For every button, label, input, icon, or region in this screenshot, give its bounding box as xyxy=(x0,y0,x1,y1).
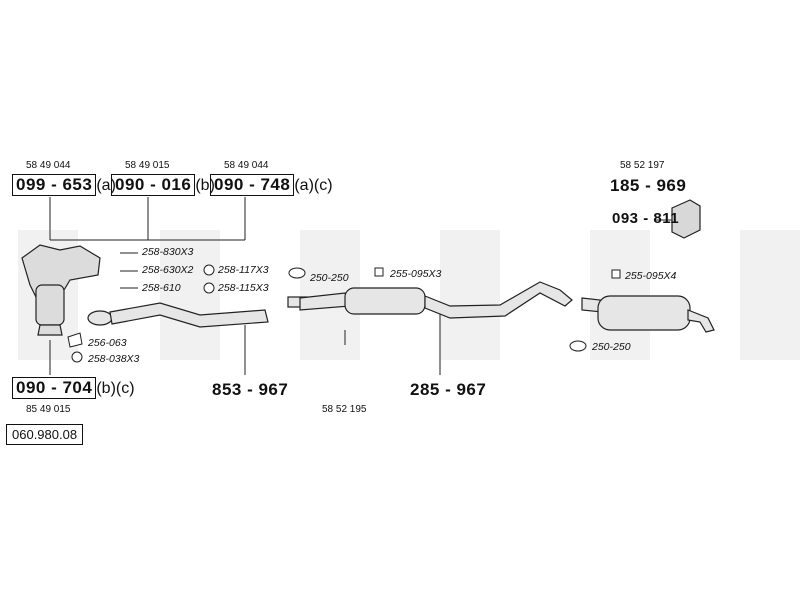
hardware-label-1: 258-830X3 xyxy=(142,246,194,258)
front-pipe-icon xyxy=(87,302,269,328)
part-090-748[interactable]: 090 - 748(a)(c) xyxy=(210,174,333,197)
top-ref-2: 58 49 015 xyxy=(125,160,170,171)
hardware-label-11: 250-250 xyxy=(592,341,631,353)
watermark-logo xyxy=(18,230,800,360)
document-number: 060.980.08 xyxy=(6,424,84,445)
rubber-hanger-icon xyxy=(671,199,701,239)
leader-lines xyxy=(49,197,672,375)
hardware-label-7: 255-095X3 xyxy=(390,268,442,280)
exhaust-manifold-icon xyxy=(21,244,101,336)
gasket-ring-icon xyxy=(71,351,83,363)
part-099-653[interactable]: 099 - 653(a) xyxy=(12,174,116,197)
nut-icon xyxy=(611,269,621,279)
hardware-symbols xyxy=(67,252,621,363)
hardware-label-10: 258-038X3 xyxy=(88,353,140,365)
part-number: 099 - 653 xyxy=(12,174,97,196)
part-number: 090 - 748 xyxy=(210,174,295,196)
part-285-967[interactable]: 285 - 967 xyxy=(410,380,487,399)
part-suffix: (b)(c) xyxy=(96,380,135,397)
bottom-ref-2: 58 52 195 xyxy=(322,404,367,415)
clamp-icon xyxy=(569,340,587,352)
hardware-label-6: 250-250 xyxy=(310,272,349,284)
top-ref-3: 58 49 044 xyxy=(224,160,269,171)
top-ref-1: 58 49 044 xyxy=(26,160,71,171)
hardware-label-5: 258-115X3 xyxy=(218,282,269,294)
hardware-label-3: 258-117X3 xyxy=(218,264,269,276)
clamp-icon xyxy=(288,267,306,279)
rear-muffler-icon xyxy=(581,295,715,333)
hardware-label-2: 258-630X2 xyxy=(142,264,194,276)
part-090-016[interactable]: 090 - 016(b) xyxy=(111,174,215,197)
top-ref-4: 58 52 197 xyxy=(620,160,665,171)
bottom-ref-1: 85 49 015 xyxy=(26,404,71,415)
gasket-icon xyxy=(67,332,83,348)
hardware-label-8: 255-095X4 xyxy=(625,270,677,282)
hardware-label-9: 256-063 xyxy=(88,337,127,349)
ring-icon xyxy=(203,264,215,276)
part-number: 090 - 704 xyxy=(12,377,97,399)
part-suffix: (a)(c) xyxy=(294,177,333,194)
part-093-811[interactable]: 093 - 811 xyxy=(612,210,680,227)
center-muffler-icon xyxy=(287,281,573,319)
part-number: 090 - 016 xyxy=(111,174,196,196)
nut-icon xyxy=(374,267,384,277)
hardware-label-4: 258-610 xyxy=(142,282,181,294)
part-185-969[interactable]: 185 - 969 xyxy=(610,176,687,195)
ring-icon xyxy=(203,282,215,294)
part-853-967[interactable]: 853 - 967 xyxy=(212,380,289,399)
part-090-704[interactable]: 090 - 704(b)(c) xyxy=(12,377,135,400)
